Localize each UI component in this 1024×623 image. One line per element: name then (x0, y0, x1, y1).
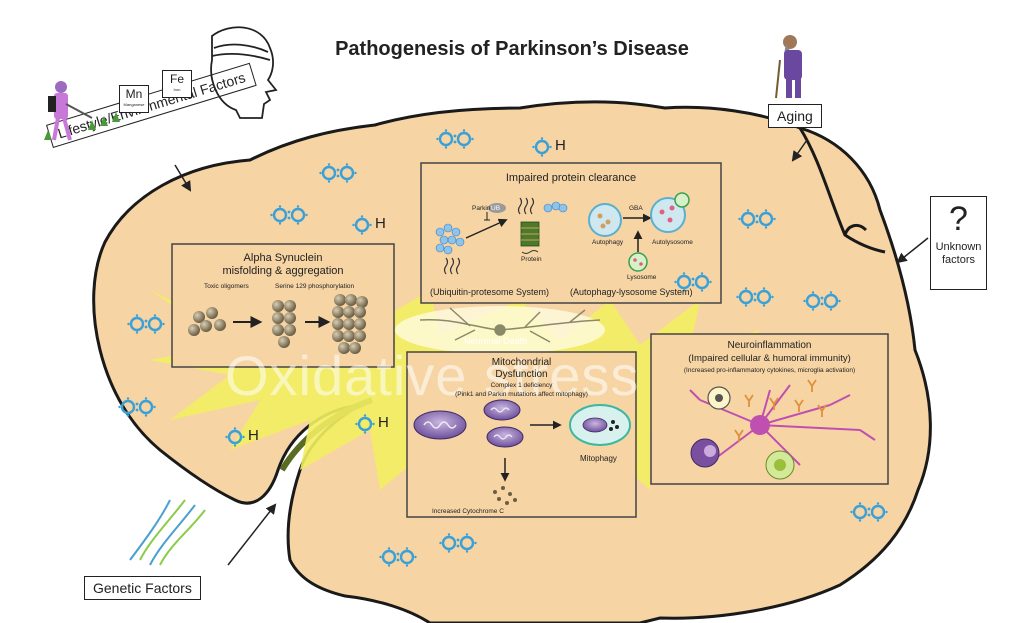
neuro-sub: (Increased pro-inflammatory cytokines, m… (683, 367, 856, 374)
ros-pair-icon (126, 313, 166, 340)
ros-pair-icon (378, 546, 418, 573)
protein-label: Protein (521, 256, 542, 263)
ros-pair-icon (735, 286, 775, 313)
metal-tile-fe: Fe Iron (162, 70, 192, 98)
toxic-oligomers-label: Toxic oligomers (204, 283, 249, 290)
hydroxyl-h-label: H (375, 215, 386, 232)
hydroxyl-h-label: H (378, 414, 389, 431)
mitophagy-icon (569, 404, 631, 446)
sulcus-line (798, 127, 886, 254)
genetic-label: Genetic Factors (84, 576, 201, 600)
phosphorylated-cluster (272, 300, 296, 348)
blue-protein-cluster (435, 223, 465, 255)
protein-clearance-panel (420, 162, 722, 304)
ros-pair-icon (802, 290, 842, 317)
sulcus-line-2 (843, 223, 868, 236)
macrophage-icon (765, 450, 795, 480)
oligomer-balls (188, 307, 226, 336)
parkin-inhibition (484, 212, 490, 221)
lysosome-label: Lysosome (627, 274, 657, 281)
autophagy-vesicle (588, 203, 622, 237)
autophagy-label: Autophagy (592, 239, 624, 246)
pink-label: (Pink1 and Parkin mutations affect mitop… (455, 391, 588, 398)
ros-pair-icon (117, 396, 157, 423)
metal-tile-mn: Mn Manganese (119, 85, 149, 113)
ros-pair-icon (438, 532, 478, 559)
question-mark-icon: ? (949, 200, 968, 238)
ros-pair-icon (737, 208, 777, 235)
autolysosome-label: Autolysosome (652, 239, 693, 246)
arrow (465, 218, 508, 239)
mitochondrion-icon (483, 399, 521, 421)
b-cell-icon (690, 438, 720, 468)
metal-name: Manganese (123, 102, 145, 107)
synuclein-title-2: misfolding & aggregation (222, 265, 344, 277)
complex-label: Complex 1 deficiency (490, 382, 553, 389)
parkin-label: Parkin (472, 205, 491, 212)
peptide-squiggle (521, 250, 539, 254)
ub-icon (488, 203, 506, 213)
t-cell-icon (707, 386, 731, 410)
hydroxyl-icon (224, 426, 246, 453)
unknown-factors-label: Unknown factors (935, 241, 982, 266)
ros-pair-icon (269, 204, 309, 231)
hydroxyl-icon (351, 214, 373, 241)
antibody-icons (734, 379, 827, 442)
ups-label: (Ubiquitin-protesome System) (430, 287, 550, 297)
neuron-icon (419, 307, 601, 343)
unknown-factors-box: ? Unknown factors (930, 196, 987, 290)
mito-title-2: Dysfunction (495, 369, 548, 380)
ros-pair-icon (435, 128, 475, 155)
serine-label: Serine 129 phosphorylation (275, 283, 355, 290)
neuro-title-1: Neuroinflammation (727, 340, 812, 351)
mitochondrion-icon (486, 426, 524, 448)
ub-label: UB (491, 205, 501, 212)
als-label: (Autophagy-lysosome System) (570, 287, 693, 297)
protein-clearance-title: Impaired protein clearance (505, 172, 637, 184)
mitochondrion-icon (413, 410, 467, 440)
blue-protein-pair (543, 201, 568, 213)
neuro-title-2: (Impaired cellular & humoral immunity) (688, 353, 851, 364)
ros-pair-icon (318, 162, 358, 189)
squiggle-icon (443, 197, 535, 275)
microglia-body (750, 415, 770, 435)
page-title: Pathogenesis of Parkinson’s Disease (335, 38, 689, 60)
lysosome-icon (628, 252, 648, 272)
cytochrome-label: Increased Cytochrome C (432, 508, 504, 515)
hydroxyl-h-label: H (555, 137, 566, 154)
cytochrome-dots (493, 486, 517, 505)
gba-label: GBA (629, 205, 643, 212)
mitophagy-label: Mitophagy (580, 454, 617, 463)
aggregate-cluster (332, 294, 368, 354)
hydroxyl-h-label: H (248, 427, 259, 444)
mito-title-1: Mitochondrial (491, 357, 552, 368)
proteasome-icon (520, 221, 540, 247)
microglia-icon (689, 384, 876, 466)
oxidative-stress-watermark: Oxidative stress (225, 344, 640, 407)
metal-symbol: Mn (125, 87, 143, 101)
autolysosome-icon (650, 192, 690, 233)
metal-symbol: Fe (169, 72, 184, 86)
metal-name: Iron (173, 87, 181, 92)
synuclein-title-1: Alpha Synuclein (243, 252, 323, 264)
hydroxyl-icon (354, 413, 376, 440)
hydroxyl-icon (531, 136, 553, 163)
aging-label: Aging (768, 104, 822, 128)
neuronal-death-label: Neuronal Death (464, 336, 528, 346)
ros-pair-icon (849, 501, 889, 528)
ros-pair-icon (673, 271, 713, 298)
